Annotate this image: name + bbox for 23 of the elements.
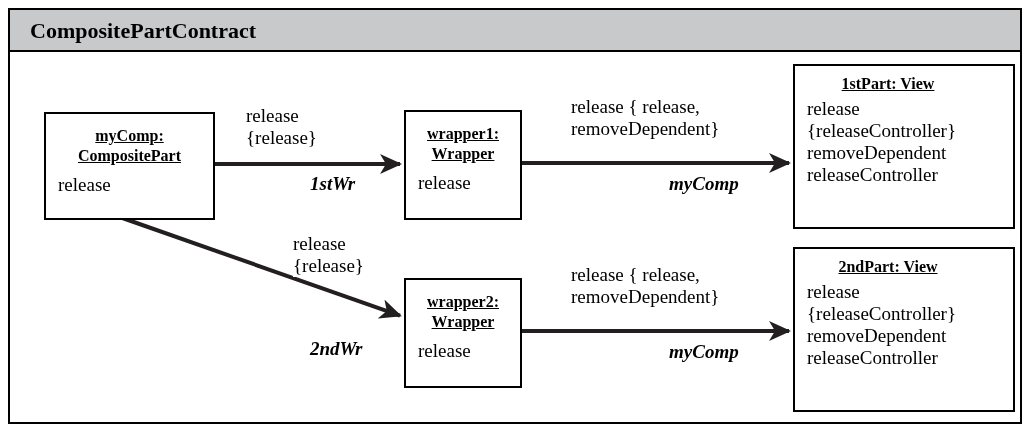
operation-text: removeDependent [807,142,947,164]
operation-text: release [417,340,472,362]
object-name: 2ndPart: View [838,257,939,277]
object-name: wrapper1: Wrapper [426,124,500,164]
operation-text: releaseController [807,164,938,186]
object-name: 1stPart: View [841,74,936,94]
operation-text: release [57,174,112,196]
diagram-frame [8,8,1022,424]
object-box [44,112,215,220]
operation-text: removeDependent [807,325,947,347]
role-name: myComp [669,173,739,195]
object-box [793,247,1015,412]
object-box [404,278,522,388]
role-name: 1stWr [310,173,356,195]
frame-title: CompositePartContract [30,16,257,45]
role-name: 2ndWr [310,338,363,360]
operation-text: releaseController [807,347,938,369]
object-name: myComp: CompositePart [76,126,183,166]
object-box [793,64,1015,229]
role-name: myComp [669,341,739,363]
object-box [404,110,522,220]
operation-text: release [417,172,472,194]
object-name: wrapper2: Wrapper [426,292,500,332]
